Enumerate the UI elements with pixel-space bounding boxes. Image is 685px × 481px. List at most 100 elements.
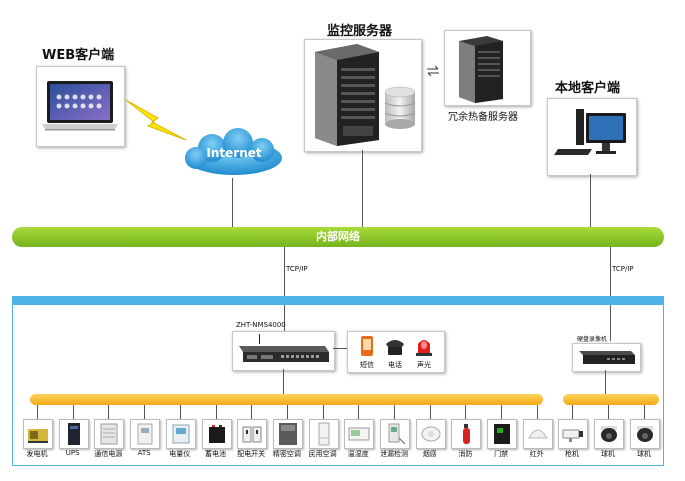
device-drop-line xyxy=(572,405,573,420)
sync-arrows-icon xyxy=(427,65,439,77)
server-tower-icon xyxy=(315,44,379,146)
device-drop-line xyxy=(536,405,538,420)
left-tcp-link-line xyxy=(284,247,285,332)
ats-icon xyxy=(137,423,153,445)
device-label: 球机 xyxy=(601,450,615,458)
device-env-9[interactable] xyxy=(344,419,375,449)
device-bus-right xyxy=(563,394,659,405)
precision-ac-icon xyxy=(278,423,297,445)
device-drop-line xyxy=(644,405,645,420)
device-cam-1[interactable] xyxy=(594,419,624,449)
device-env-2[interactable] xyxy=(94,419,125,449)
desktop-pc-icon xyxy=(554,109,626,155)
ups-icon xyxy=(67,423,80,445)
device-bus-left xyxy=(30,394,543,405)
dvr-panel[interactable] xyxy=(572,343,641,372)
backup-server-label: 冗余热备服务器 xyxy=(448,112,518,123)
device-cam-0[interactable] xyxy=(558,419,588,449)
thermo-hygrometer-icon xyxy=(348,427,370,441)
device-env-12[interactable] xyxy=(451,419,482,449)
device-env-11[interactable] xyxy=(415,419,446,449)
device-drop-line xyxy=(358,405,360,420)
device-env-8[interactable] xyxy=(308,419,339,449)
laptop-icon xyxy=(42,81,118,131)
device-label: 发电机 xyxy=(26,450,48,458)
bullet-camera-icon xyxy=(562,429,583,442)
alarm-panel[interactable]: 短信 电话 声光 xyxy=(347,331,445,373)
alarm-label-light: 声光 xyxy=(417,361,431,369)
device-label: 泄漏检测 xyxy=(380,450,408,458)
database-icon xyxy=(384,86,416,129)
device-label: ATS xyxy=(137,449,151,457)
controller-model-label: ZHT-NMS4000 xyxy=(236,321,286,329)
device-label: 配电开关 xyxy=(237,450,266,458)
device-drop-line xyxy=(144,405,146,420)
power-supply-icon xyxy=(100,423,118,445)
device-label: 蓄电池 xyxy=(205,450,226,458)
device-drop-line xyxy=(37,405,38,420)
monitor-server-panel[interactable] xyxy=(304,39,422,152)
left-protocol-label: TCP/IP xyxy=(286,265,308,273)
alarm-label-sms: 短信 xyxy=(360,361,374,369)
device-drop-line xyxy=(179,405,181,420)
server-tower-icon xyxy=(459,36,503,103)
device-env-6[interactable] xyxy=(237,419,268,449)
access-control-icon xyxy=(494,424,511,444)
sms-phone-icon xyxy=(361,336,373,356)
device-drop-line xyxy=(322,405,324,420)
smoke-detector-icon xyxy=(421,426,441,442)
device-label: 通信电源 xyxy=(94,450,123,458)
device-drop-line xyxy=(429,405,431,420)
controller-alarm-link xyxy=(333,348,347,349)
device-label: 烟感 xyxy=(422,450,437,458)
device-env-3[interactable] xyxy=(130,419,161,449)
internal-network-bus: 内部网络 xyxy=(12,227,664,247)
controller-bus-link xyxy=(283,369,284,395)
device-env-0[interactable] xyxy=(23,419,53,449)
internet-link-line xyxy=(232,178,233,227)
device-cam-2[interactable] xyxy=(630,419,660,449)
alarm-label-phone: 电话 xyxy=(388,361,402,369)
backup-server-panel[interactable] xyxy=(444,30,531,106)
device-label: 枪机 xyxy=(565,450,579,458)
web-client-title: WEB客户端 xyxy=(42,48,115,63)
field-layer-bar xyxy=(12,296,664,305)
local-client-panel[interactable] xyxy=(547,98,637,176)
device-drop-line xyxy=(501,405,503,420)
dvr-icon xyxy=(579,351,635,364)
web-client-panel[interactable] xyxy=(36,66,125,147)
device-label: 球机 xyxy=(637,450,651,458)
device-drop-line xyxy=(465,405,467,420)
server-link-line xyxy=(362,150,363,227)
device-env-1[interactable] xyxy=(58,419,89,449)
device-drop-line xyxy=(215,405,217,420)
device-env-5[interactable] xyxy=(201,419,232,449)
dvr-bus-link xyxy=(605,370,606,394)
device-env-4[interactable] xyxy=(165,419,196,449)
device-label: 消防 xyxy=(458,450,473,458)
device-env-7[interactable] xyxy=(272,419,303,449)
dome-camera-icon xyxy=(601,426,617,442)
device-label: 门禁 xyxy=(494,450,509,458)
home-ac-icon xyxy=(318,422,330,446)
cloud-icon[interactable] xyxy=(178,128,290,180)
device-label: 红外 xyxy=(529,450,544,458)
device-env-10[interactable] xyxy=(380,419,410,449)
controller-panel[interactable] xyxy=(232,331,335,371)
local-client-link-line xyxy=(590,174,591,227)
alarm-light-icon xyxy=(416,340,432,356)
right-protocol-label: TCP/IP xyxy=(612,265,634,273)
device-label: 精密空调 xyxy=(272,450,301,458)
device-env-14[interactable] xyxy=(522,419,553,449)
dome-camera-icon xyxy=(637,426,653,442)
device-drop-line xyxy=(72,405,74,420)
battery-icon xyxy=(208,425,225,443)
device-drop-line xyxy=(608,405,609,420)
device-label: 民用空调 xyxy=(308,450,337,458)
monitor-server-title: 监控服务器 xyxy=(327,24,393,39)
right-tcp-link-line xyxy=(610,247,611,341)
dvr-label: 硬盘录像机 xyxy=(577,336,608,343)
device-env-13[interactable] xyxy=(487,419,518,449)
breaker-icon xyxy=(242,426,262,443)
generator-icon xyxy=(28,429,48,443)
